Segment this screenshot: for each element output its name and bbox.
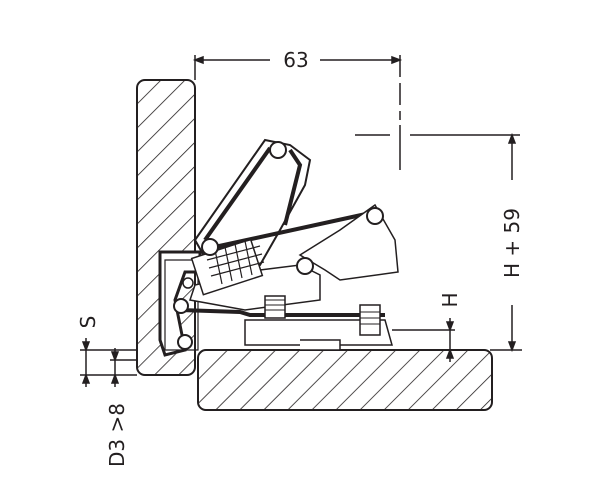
hinge-mechanism	[158, 138, 399, 357]
dimension-63	[192, 55, 403, 120]
label-h: H	[438, 292, 462, 307]
dimension-s-d3	[80, 338, 137, 387]
dimension-h	[392, 318, 455, 362]
pivot-crosshair	[355, 125, 520, 170]
label-d3: D3 >8	[105, 403, 129, 467]
cabinet-side-panel	[197, 349, 493, 411]
label-h59: H + 59	[500, 208, 524, 278]
label-63: 63	[283, 48, 308, 72]
label-s: S	[76, 316, 100, 329]
dimension-h59	[490, 132, 522, 353]
